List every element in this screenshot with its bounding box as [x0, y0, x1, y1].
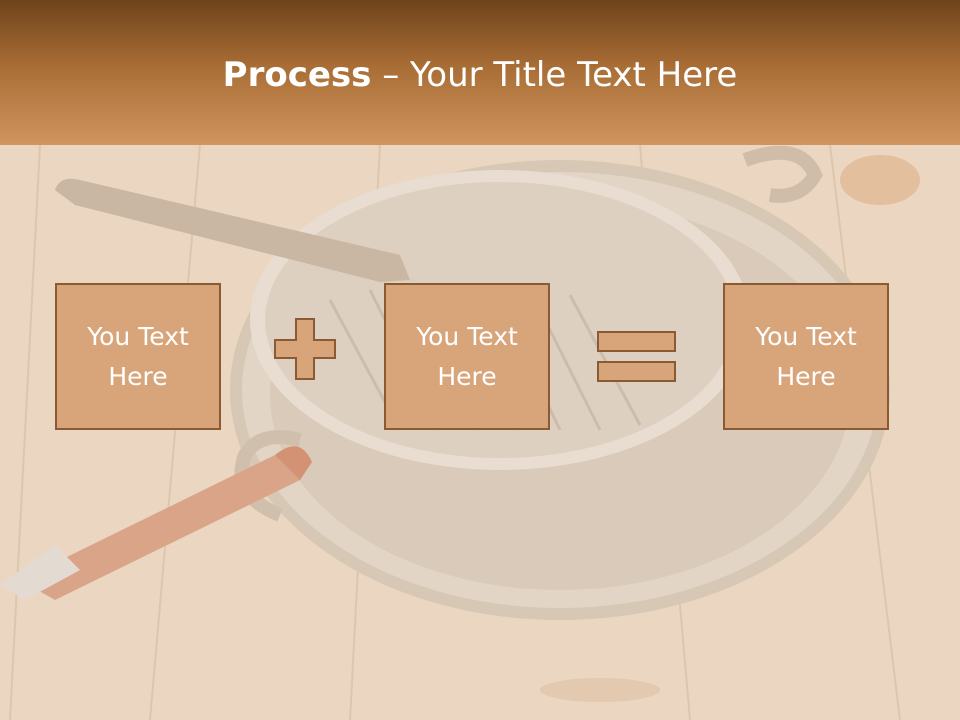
process-box-3-text: You Text Here [755, 321, 857, 391]
process-box-1[interactable]: You Text Here [55, 283, 221, 430]
process-box-1-text: You Text Here [87, 321, 189, 391]
process-box-2-text: You Text Here [416, 321, 518, 391]
title-dash: – [371, 55, 411, 95]
plus-icon [274, 318, 336, 380]
title-bar: Process – Your Title Text Here [0, 0, 960, 145]
title-bold: Process [222, 55, 372, 95]
title-rest: Your Title Text Here [410, 55, 738, 95]
slide-title: Process – Your Title Text Here [0, 52, 960, 98]
process-box-2[interactable]: You Text Here [384, 283, 550, 430]
equals-icon [597, 331, 676, 382]
process-box-3[interactable]: You Text Here [723, 283, 889, 430]
